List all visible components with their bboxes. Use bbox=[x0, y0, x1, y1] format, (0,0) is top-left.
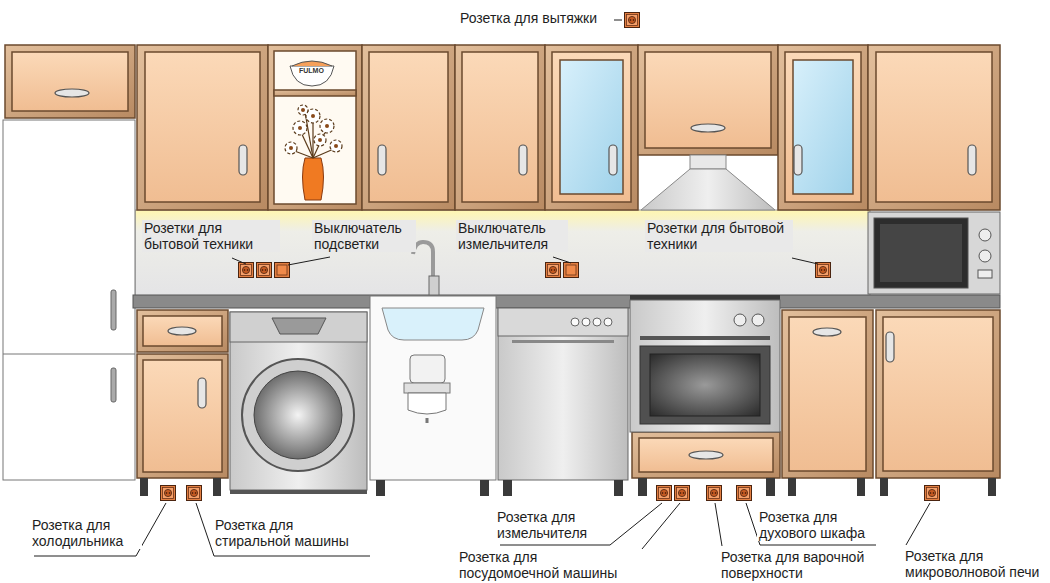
callout-label: Выключатель подсветки bbox=[312, 220, 416, 252]
callout-label: Розетка для вытяжки bbox=[458, 10, 614, 26]
callout-label: Розетка для духового шкафа bbox=[757, 509, 879, 541]
callout-label: Розетка для варочной поверхности bbox=[719, 549, 885, 581]
callout-label: Розетка для стиральной машины bbox=[213, 517, 373, 549]
callout-label: Розетки для бытовой техники bbox=[645, 220, 793, 252]
callout-label: Розетки для бытовой техники bbox=[142, 220, 280, 252]
brand-text: FULMO bbox=[299, 67, 324, 75]
callout-label: Розетка для микроволновой печи bbox=[903, 548, 1043, 580]
callout-label: Розетка для посудомоечной машины bbox=[457, 549, 643, 581]
callout-label: Выключатель измельчителя bbox=[456, 220, 568, 252]
callout-label: Розетка для холодильника bbox=[30, 517, 142, 549]
callout-label: Розетка для измельчителя bbox=[495, 509, 611, 541]
